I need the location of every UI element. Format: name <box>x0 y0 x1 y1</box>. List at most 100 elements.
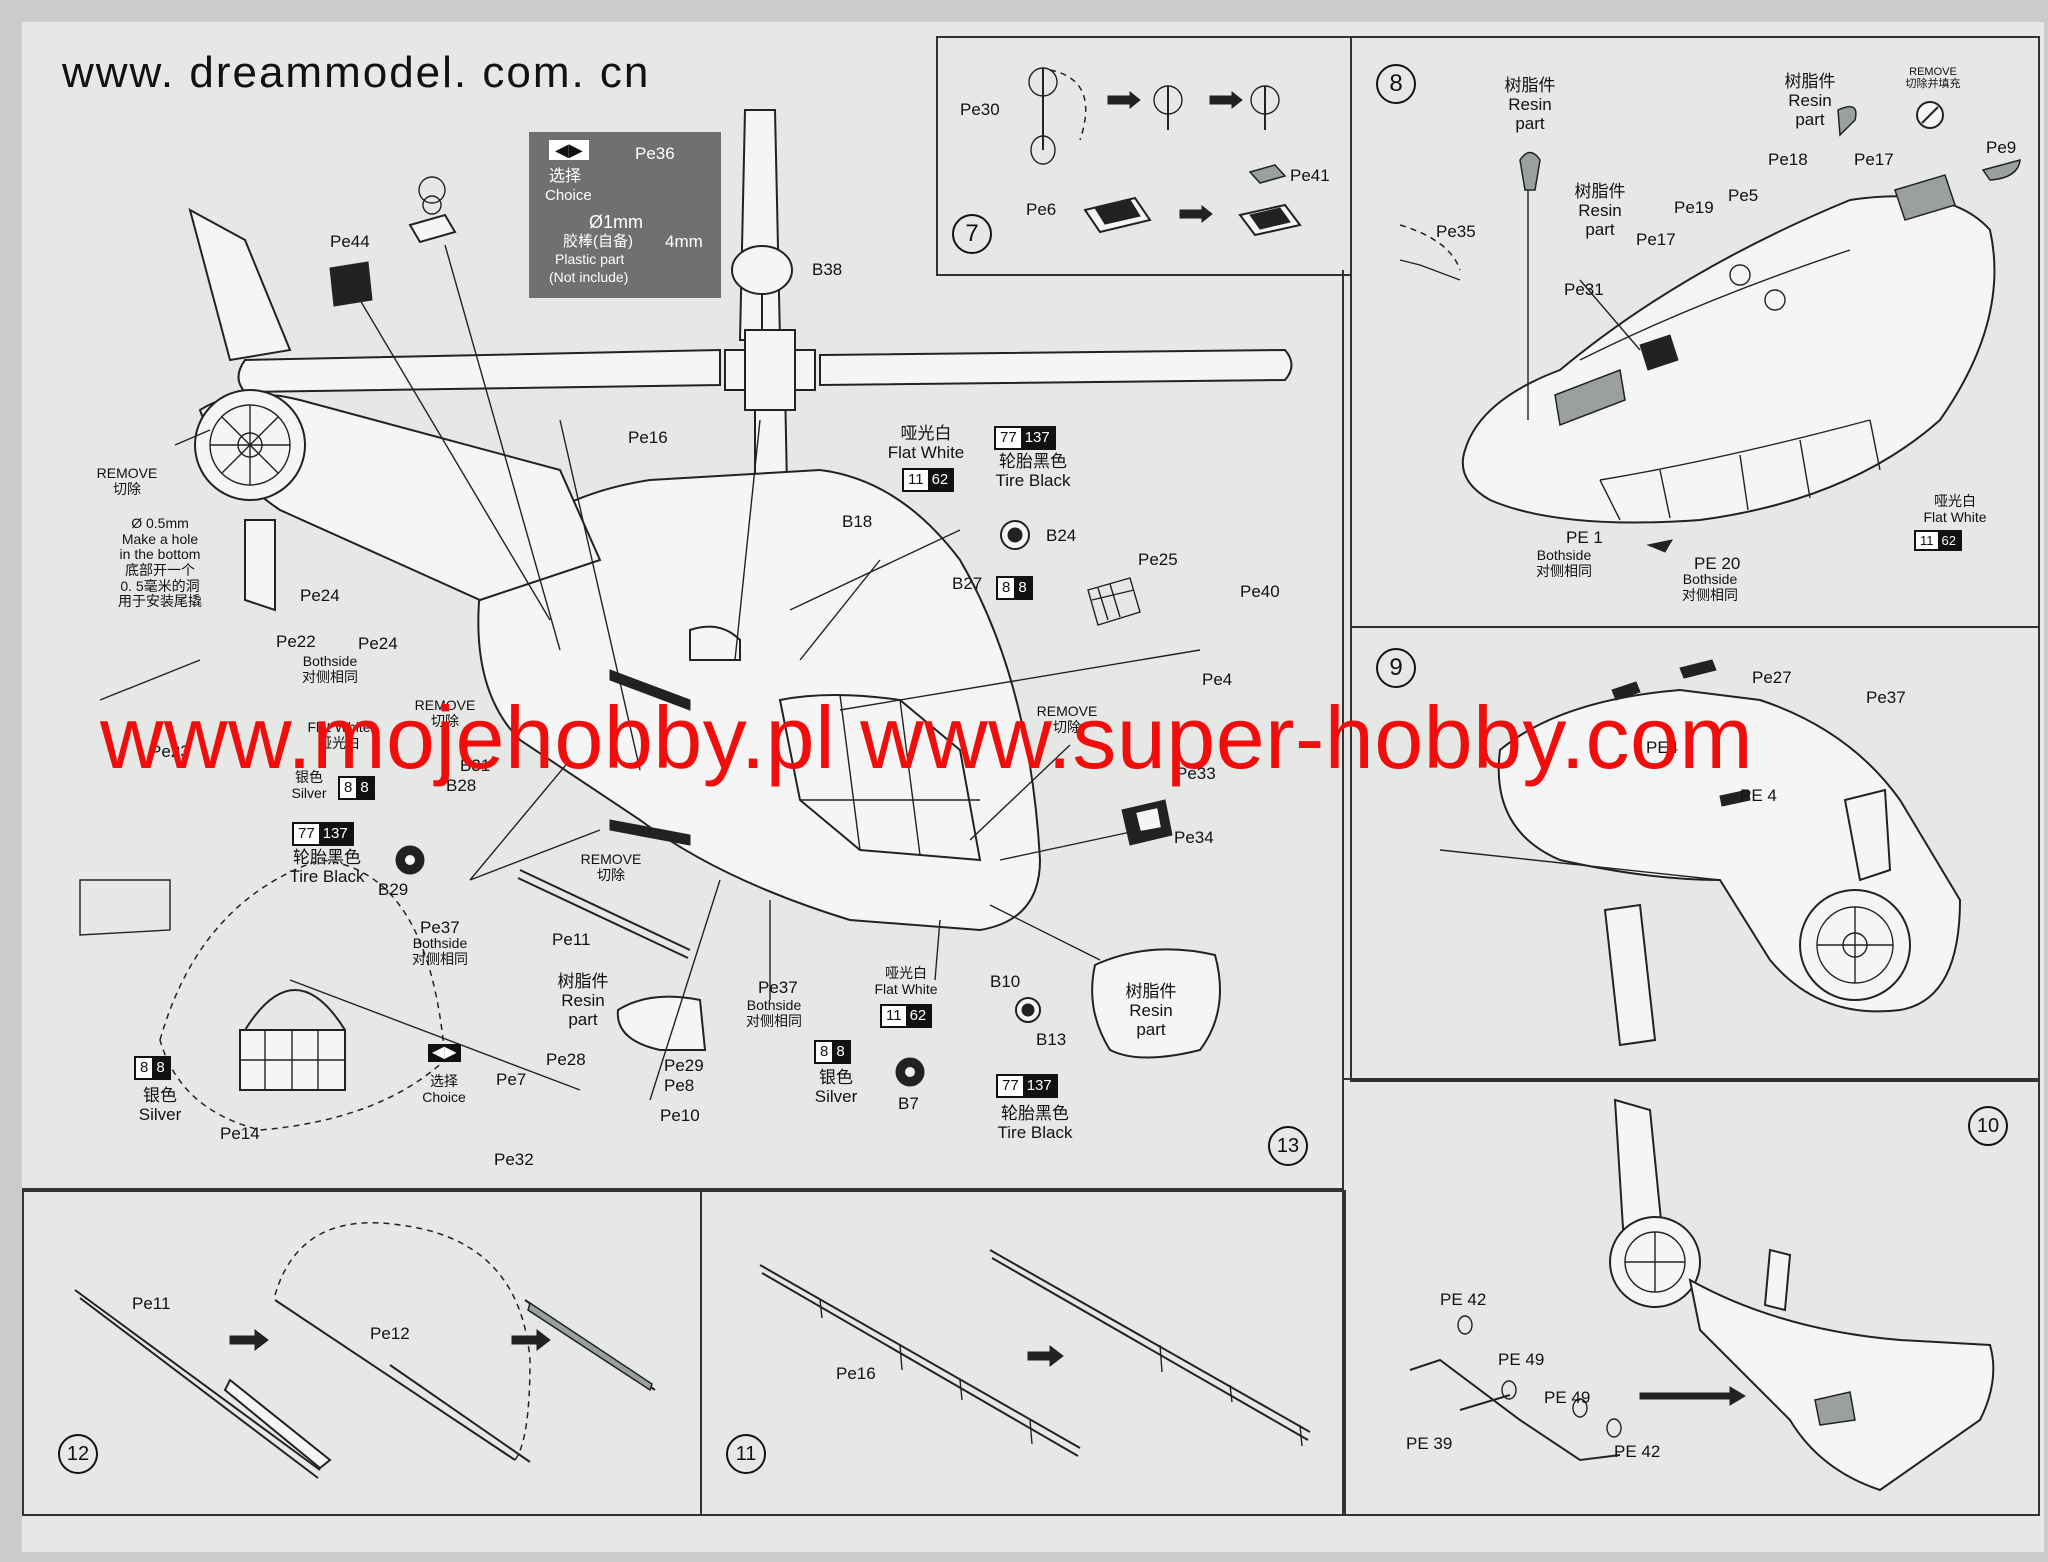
resin-cn: 树脂件 <box>1504 76 1556 95</box>
step10-panel <box>1342 1078 2040 1516</box>
resin-en2: part <box>568 1010 598 1030</box>
resin-note-right: 树脂件 Resin part <box>1116 982 1186 1039</box>
part-label: PE 49 <box>1498 1350 1545 1369</box>
remove-en: REMOVE <box>580 851 642 867</box>
resin-cn: 树脂件 <box>1574 182 1626 201</box>
resin-cn: 树脂件 <box>1125 982 1177 1001</box>
resin-note-step8-a: 树脂件 Resin part <box>1500 76 1560 133</box>
watermark: www.mojehobby.pl www.super-hobby.com <box>100 688 1754 787</box>
tire-en: Tire Black <box>995 471 1071 491</box>
code-left: 8 <box>340 778 357 798</box>
remove-cn: 切除 <box>597 866 625 883</box>
bothside-en: Bothside <box>746 997 802 1013</box>
part-label: B24 <box>1046 526 1077 545</box>
part-label: Pe6 <box>1026 200 1057 219</box>
part-label: Pe44 <box>330 232 370 251</box>
hole-en2: in the bottom <box>119 546 201 563</box>
flat-white-cn: 哑光白 <box>900 424 952 443</box>
resin-note-step8-b: 树脂件 Resin part <box>1570 182 1630 239</box>
silver-cn: 银色 <box>295 769 323 785</box>
code-right: 62 <box>927 470 953 490</box>
part-label: Pe23 <box>150 742 190 761</box>
part-label: B27 <box>952 574 983 593</box>
resin-en1: Resin <box>1508 95 1552 115</box>
resin-cn: 树脂件 <box>1784 72 1836 91</box>
code-right: 8 <box>152 1058 169 1078</box>
part-label: Pe33 <box>1176 764 1216 783</box>
code-left: 11 <box>882 1006 906 1026</box>
resin-en2: part <box>1136 1020 1166 1040</box>
part-label: Pe29 <box>664 1056 704 1075</box>
part-label: B7 <box>898 1094 919 1113</box>
flat-white-en: Flat White <box>1923 508 1987 525</box>
silver-note-b28: 银色 Silver <box>284 769 334 801</box>
bothside-note-pe22: Bothside 对侧相同 <box>290 653 370 685</box>
silver-note-b7: 银色 Silver <box>806 1068 866 1106</box>
code-right: 8 <box>832 1042 849 1062</box>
step13-bottom-rule <box>22 1188 1342 1190</box>
tire-cn: 轮胎黑色 <box>1001 1104 1069 1123</box>
part-label: Pe25 <box>1138 550 1178 569</box>
part-label: Pe24 <box>300 586 340 605</box>
part-label: Pe30 <box>960 100 1000 119</box>
resin-en2: part <box>1795 110 1825 130</box>
bothside-en: Bothside <box>412 935 468 951</box>
part-label: Pe37 <box>420 918 460 937</box>
part-label: Pe37 <box>758 978 798 997</box>
resin-en1: Resin <box>561 991 605 1011</box>
bothside-cn: 对侧相同 <box>412 950 468 967</box>
part-label: PE 39 <box>1406 1434 1453 1453</box>
code-left: 77 <box>294 824 319 844</box>
part-label: PE4 <box>1646 738 1679 757</box>
tire-note-bottom: 轮胎黑色 Tire Black <box>990 1104 1080 1142</box>
code-left: 8 <box>816 1042 833 1062</box>
remove-note-step8: REMOVE 切除并填充 <box>1888 66 1978 91</box>
resin-en1: Resin <box>1788 91 1832 111</box>
part-label: Pe17 <box>1854 150 1894 169</box>
code-right: 137 <box>318 824 352 844</box>
hole-cn2: 0. 5毫米的洞 <box>120 577 200 594</box>
choice-part-label: Pe36 <box>635 144 675 163</box>
step-10-number: 10 <box>1968 1106 2008 1146</box>
step-13-number: 13 <box>1268 1126 1308 1166</box>
part-label: Pe7 <box>496 1070 527 1089</box>
hole-cn3: 用于安装尾撬 <box>118 593 202 610</box>
remove-note-nose: REMOVE 切除 <box>1030 703 1104 735</box>
choice-arrow-icon: ◀▶ <box>428 1044 461 1062</box>
silver-en: Silver <box>291 784 327 801</box>
resin-note-left: 树脂件 Resin part <box>548 972 618 1029</box>
remove-en: REMOVE <box>1909 66 1957 78</box>
code-left: 11 <box>1916 532 1938 549</box>
remove-en: REMOVE <box>1036 703 1098 719</box>
part-label: Pe41 <box>1290 166 1330 185</box>
choice-cn: 选择 <box>430 1073 458 1089</box>
flat-white-en: Flat White <box>887 443 965 463</box>
step-12-number: 12 <box>58 1434 98 1474</box>
silver-en: Silver <box>814 1087 858 1107</box>
part-label: PE 42 <box>1614 1442 1661 1461</box>
silver-cn: 银色 <box>819 1068 853 1087</box>
choice-en: Choice <box>422 1088 466 1105</box>
bothside-note-pe37-center: Bothside 对侧相同 <box>734 997 814 1029</box>
tire-note-top: 轮胎黑色 Tire Black <box>988 452 1078 490</box>
part-label: Pe35 <box>1436 222 1476 241</box>
flat-white-note-b18: 哑光白 Flat White <box>876 424 976 462</box>
tire-en: Tire Black <box>997 1123 1073 1143</box>
resin-cn: 树脂件 <box>557 972 609 991</box>
code-right: 62 <box>1937 532 1960 549</box>
flat-white-en: Flat White <box>874 980 938 997</box>
remove-note-exhaust-2: REMOVE 切除 <box>574 851 648 883</box>
part-label: Pe12 <box>370 1324 410 1343</box>
part-label: Pe16 <box>628 428 668 447</box>
part-label: B29 <box>378 880 409 899</box>
silver-en: Silver <box>138 1105 182 1125</box>
hole-size: Ø 0.5mm <box>131 515 189 531</box>
step11-drawing <box>759 1249 1311 1457</box>
remove-note-tail: REMOVE 切除 <box>90 465 164 497</box>
website-url: www. dreammodel. com. cn <box>62 48 651 97</box>
remove-note-exhaust-1: REMOVE 切除 <box>408 697 482 729</box>
